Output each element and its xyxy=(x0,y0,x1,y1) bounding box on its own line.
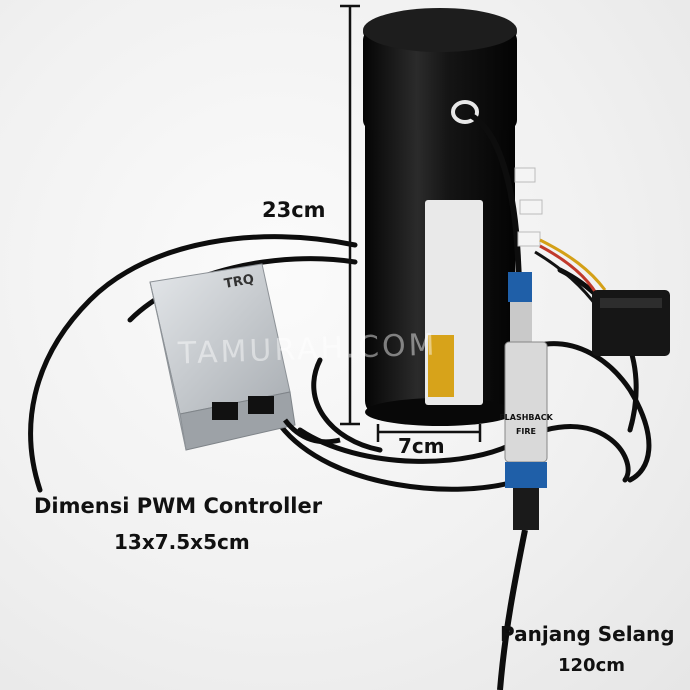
height-measure-line xyxy=(340,4,360,426)
long-hose xyxy=(497,529,528,690)
hho-generator-canister xyxy=(363,8,517,426)
pwm-controller-caption-title: Dimensi PWM Controller xyxy=(34,494,323,518)
hose-caption-length: 120cm xyxy=(558,655,625,676)
pwm-controller: TRQ xyxy=(149,263,296,451)
relay xyxy=(592,290,670,356)
width-measure-line xyxy=(376,424,482,442)
flashback-label-line2: FIRE xyxy=(516,427,536,436)
flashback-arrester: FLASHBACK FIRE xyxy=(499,272,554,530)
controller-hose xyxy=(283,418,341,445)
height-dimension-label: 23cm xyxy=(262,198,326,222)
hose-caption-title: Panjang Selang xyxy=(500,622,675,646)
flashback-label-line1: FLASHBACK xyxy=(499,413,553,422)
controller-brand-mark: TRQ xyxy=(223,272,255,292)
pwm-controller-caption-size: 13x7.5x5cm xyxy=(114,530,250,554)
width-dimension-label: 7cm xyxy=(398,434,445,458)
